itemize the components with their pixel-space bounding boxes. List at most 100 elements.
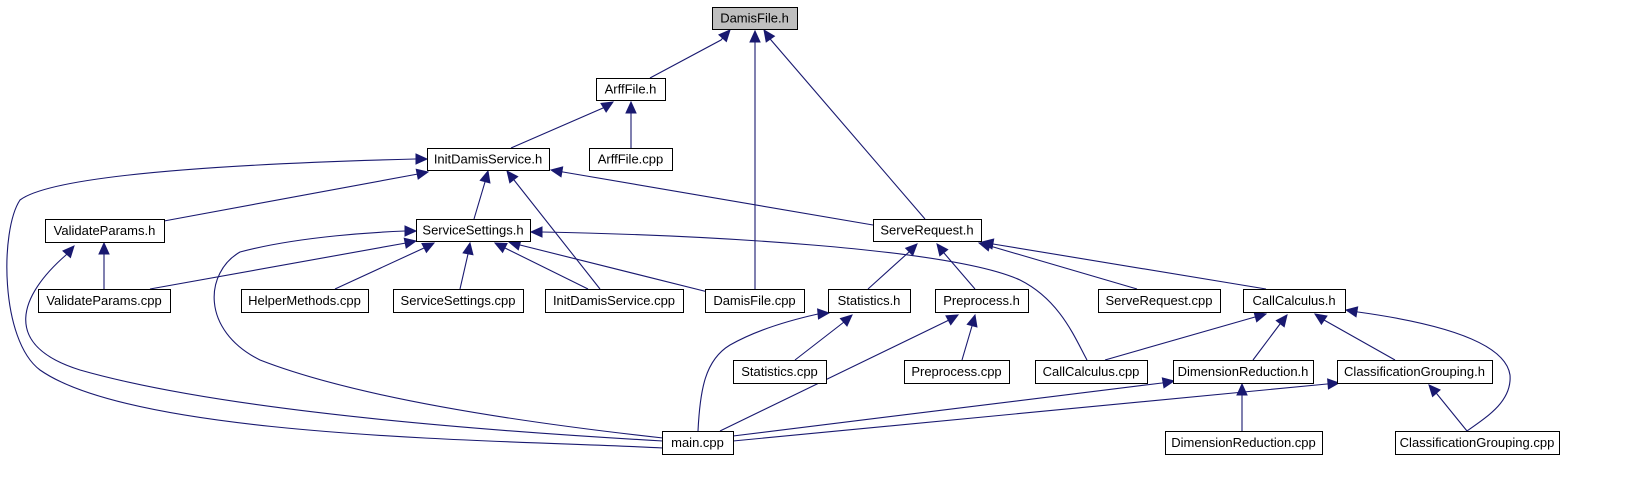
edge-line <box>459 253 469 290</box>
node-box[interactable] <box>904 360 1010 384</box>
node-arfffile-h[interactable]: ArffFile.h <box>596 78 666 101</box>
node-box[interactable] <box>1337 360 1493 384</box>
edge-line <box>697 313 819 432</box>
edge-serverequest_cpp-to-serverequest_h <box>977 240 1138 290</box>
edge-arrowhead <box>839 314 853 327</box>
edge-arrowhead <box>404 225 418 237</box>
node-initdamisservice-cpp[interactable]: InitDamisService.cpp <box>545 289 684 313</box>
node-box[interactable] <box>393 289 524 313</box>
node-dimensionreduction-cpp[interactable]: DimensionReduction.cpp <box>1165 431 1323 455</box>
node-box[interactable] <box>45 219 165 243</box>
node-statistics-h[interactable]: Statistics.h <box>828 289 911 313</box>
node-arfffile-cpp[interactable]: ArffFile.cpp <box>589 148 673 171</box>
node-label: InitDamisService.h <box>434 152 542 167</box>
edge-arfffile_cpp-to-arfffile_h <box>625 100 637 148</box>
edge-line <box>1435 392 1468 432</box>
node-damisfile-cpp[interactable]: DamisFile.cpp <box>705 289 805 313</box>
edge-line <box>1323 319 1396 361</box>
node-box[interactable] <box>1165 431 1323 455</box>
node-box[interactable] <box>241 289 369 313</box>
edge-dimensionreduction_cpp-to-dimensionreduction_h <box>1236 382 1248 431</box>
node-dimensionreduction-h[interactable]: DimensionReduction.h <box>1173 360 1314 384</box>
edge-line <box>510 107 604 149</box>
edge-statistics_h-to-serverequest_h <box>867 243 918 290</box>
node-damisfile-h[interactable]: DamisFile.h <box>712 7 798 30</box>
edge-damisfile_cpp-to-damisfile_h <box>749 29 761 289</box>
edge-arrowhead <box>1313 313 1328 326</box>
node-callcalculus-cpp[interactable]: CallCalculus.cpp <box>1035 360 1148 384</box>
edge-arrowhead <box>749 29 761 43</box>
node-box[interactable] <box>662 431 734 455</box>
node-box[interactable] <box>38 289 171 313</box>
edge-initdamisservice_cpp-to-initdamisservice_h <box>506 170 601 290</box>
node-box[interactable] <box>705 289 805 313</box>
edge-damisfile_cpp-to-servicesettings_h <box>507 239 709 293</box>
edge-arrowhead <box>98 241 110 255</box>
node-box[interactable] <box>427 148 550 171</box>
node-box[interactable] <box>1098 289 1221 313</box>
node-statistics-cpp[interactable]: Statistics.cpp <box>733 360 827 384</box>
node-box[interactable] <box>1035 360 1148 384</box>
node-label: ArffFile.h <box>605 82 657 97</box>
node-label: CallCalculus.h <box>1252 293 1335 308</box>
node-box[interactable] <box>873 219 982 242</box>
node-initdamisservice-h[interactable]: InitDamisService.h <box>427 148 550 171</box>
edge-helpermethods_cpp-to-servicesettings_h <box>334 242 436 290</box>
node-preprocess-cpp[interactable]: Preprocess.cpp <box>904 360 1010 384</box>
node-box[interactable] <box>733 360 827 384</box>
node-label: DimensionReduction.h <box>1178 364 1309 379</box>
node-validateparams-h[interactable]: ValidateParams.h <box>45 219 165 243</box>
edge-classificationgrouping_cpp-to-classificationgrouping_h <box>1428 384 1468 432</box>
edge-main_cpp-to-preprocess_h <box>719 314 960 432</box>
edge-classificationgrouping_h-to-callcalculus_h <box>1313 313 1396 361</box>
node-box[interactable] <box>589 148 673 171</box>
node-label: DamisFile.cpp <box>713 293 795 308</box>
node-main-cpp[interactable]: main.cpp <box>662 431 734 455</box>
node-serverequest-h[interactable]: ServeRequest.h <box>873 219 982 242</box>
edge-arrowhead <box>625 100 637 114</box>
edge-main_cpp-to-statistics_h <box>697 308 831 432</box>
node-servicesettings-h[interactable]: ServiceSettings.h <box>416 219 531 242</box>
edge-line <box>943 252 976 290</box>
node-box[interactable] <box>935 289 1029 313</box>
node-box[interactable] <box>596 78 666 101</box>
node-classificationgrouping-cpp[interactable]: ClassificationGrouping.cpp <box>1395 431 1560 455</box>
edge-main_cpp-to-classificationgrouping_h <box>732 378 1341 442</box>
edge-validateparams_cpp-to-validateparams_h <box>98 241 110 289</box>
edge-arrowhead <box>936 243 949 257</box>
edge-line <box>732 382 1164 437</box>
node-helpermethods-cpp[interactable]: HelperMethods.cpp <box>241 289 369 313</box>
edge-line <box>504 247 589 290</box>
edge-arrowhead <box>462 241 474 256</box>
node-validateparams-cpp[interactable]: ValidateParams.cpp <box>38 289 171 313</box>
edge-initdamisservice_cpp-to-servicesettings_h <box>493 242 589 290</box>
node-label: DamisFile.h <box>720 11 789 26</box>
edge-validateparams_h-to-initdamisservice_h <box>163 168 430 222</box>
edge-serverequest_h-to-initdamisservice_h <box>549 166 874 226</box>
node-box[interactable] <box>545 289 684 313</box>
node-box[interactable] <box>1173 360 1314 384</box>
node-box[interactable] <box>1395 431 1560 455</box>
edge-arrowhead <box>1161 377 1176 389</box>
edge-line <box>719 319 949 432</box>
node-box[interactable] <box>1243 289 1346 313</box>
edge-preprocess_h-to-serverequest_h <box>936 243 976 290</box>
edge-arrowhead <box>966 313 978 328</box>
node-classificationgrouping-h[interactable]: ClassificationGrouping.h <box>1337 360 1493 384</box>
node-box[interactable] <box>416 219 531 242</box>
edge-servicesettings_cpp-to-servicesettings_h <box>459 241 474 290</box>
node-callcalculus-h[interactable]: CallCalculus.h <box>1243 289 1346 313</box>
node-label: ArffFile.cpp <box>598 152 664 167</box>
node-servicesettings-cpp[interactable]: ServiceSettings.cpp <box>393 289 524 313</box>
node-box[interactable] <box>712 7 798 30</box>
node-box[interactable] <box>828 289 911 313</box>
node-label: DimensionReduction.cpp <box>1171 435 1316 450</box>
edge-servicesettings_h-to-initdamisservice_h <box>473 169 491 220</box>
node-serverequest-cpp[interactable]: ServeRequest.cpp <box>1098 289 1221 313</box>
node-preprocess-h[interactable]: Preprocess.h <box>935 289 1029 313</box>
node-label: Preprocess.h <box>943 293 1020 308</box>
edge-arrowhead <box>763 29 776 43</box>
node-label: ValidateParams.h <box>54 223 156 238</box>
